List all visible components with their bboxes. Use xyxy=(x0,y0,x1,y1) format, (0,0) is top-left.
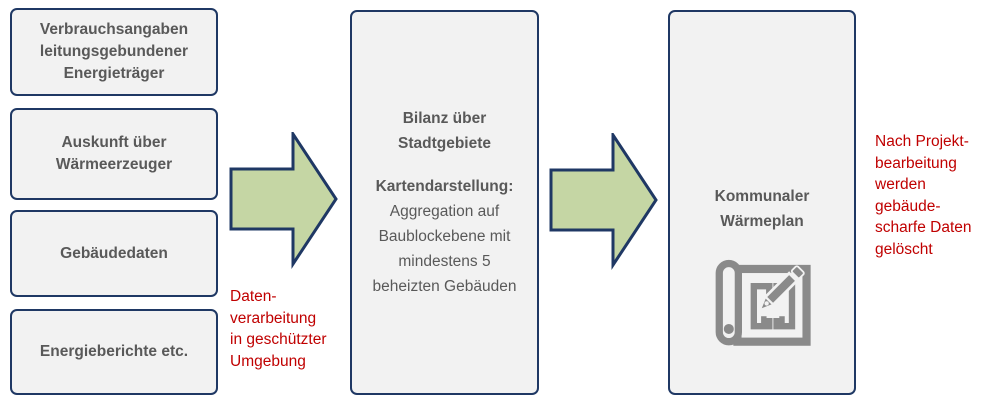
process-box-city-balance: Bilanz über Stadtgebiete Kartendarstellu… xyxy=(350,10,539,395)
process-map-heading: Kartendarstellung: xyxy=(375,178,514,195)
blueprint-pencil-icon xyxy=(712,256,812,356)
source-box-consumption-data: Verbrauchsangaben leitungsgebundener Ene… xyxy=(10,8,218,96)
source-box-energy-reports: Energieberichte etc. xyxy=(10,309,218,395)
process-map-body: Aggregation auf Baublockebene mit mindes… xyxy=(372,203,517,295)
flow-arrow-right-icon xyxy=(549,133,658,270)
source-box-label: Energieberichte etc. xyxy=(39,343,189,360)
source-box-building-data: Gebäudedaten xyxy=(10,210,218,297)
source-box-heat-generators: Auskunft über Wärmeerzeuger xyxy=(10,108,218,200)
source-box-label: Auskunft über Wärmeerzeuger xyxy=(55,134,173,173)
flow-arrow-right-icon xyxy=(229,132,338,269)
result-title: Kommunaler Wärmeplan xyxy=(714,188,810,230)
note-data-deletion: Nach Projekt- bearbeitung werden gebäude… xyxy=(875,133,972,258)
result-box-heat-plan: Kommunaler Wärmeplan xyxy=(668,10,856,395)
source-box-label: Gebäudedaten xyxy=(60,244,168,262)
source-box-label: Verbrauchsangaben leitungsgebundener Ene… xyxy=(39,21,189,82)
note-protected-processing: Daten- verarbeitung in geschützter Umgeb… xyxy=(230,288,327,370)
process-title: Bilanz über Stadtgebiete xyxy=(397,110,491,152)
